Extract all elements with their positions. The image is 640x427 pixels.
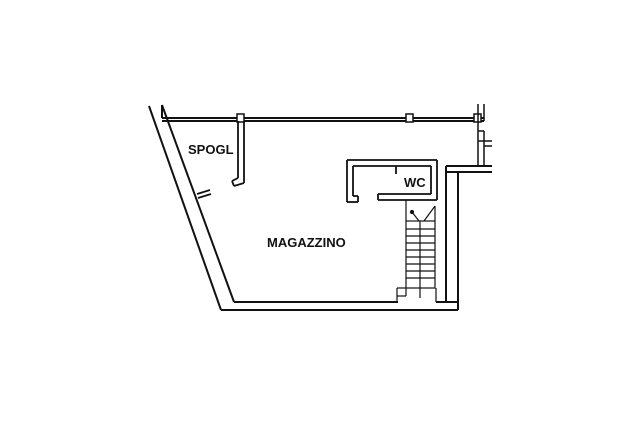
door-stub-spogl — [196, 189, 212, 199]
room-label-spogl: SPOGL — [188, 142, 234, 157]
top-wall — [161, 105, 484, 122]
staircase — [396, 200, 437, 302]
outer-wall-left — [148, 104, 235, 311]
spogl-partition — [231, 121, 245, 187]
room-label-wc: WC — [404, 175, 426, 190]
right-wall — [445, 165, 492, 302]
corner-top-right — [477, 104, 492, 165]
bottom-wall — [221, 301, 459, 311]
room-label-magazzino: MAGAZZINO — [267, 235, 346, 250]
wc-walls — [346, 159, 438, 203]
